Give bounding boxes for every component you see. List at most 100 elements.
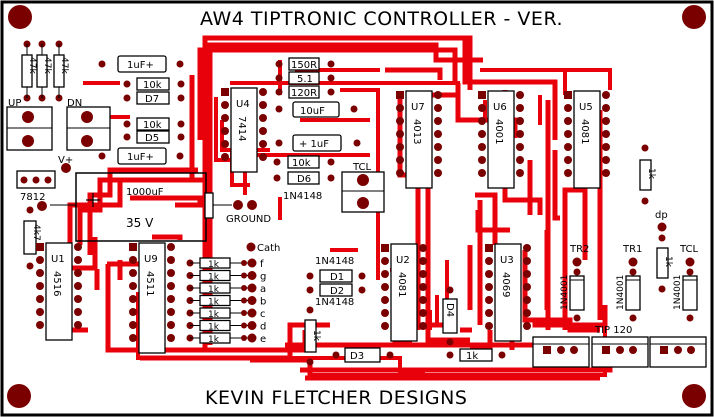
segment-resistor-label: 1k <box>208 310 220 320</box>
resistor-1k-horizontal: 1k <box>446 348 506 362</box>
resistor-47k-2-label: 47k <box>42 57 52 74</box>
resistor-1k-vertical: 1k <box>304 306 321 366</box>
diode-d2-label: D2 <box>330 286 344 297</box>
mounting-hole-br <box>682 384 706 408</box>
ic-part-label: 4001 <box>493 119 504 144</box>
vplus-label: V+ <box>58 155 73 166</box>
diode-d4: D4 <box>442 286 458 346</box>
tr1-label: TR1 <box>622 244 642 255</box>
cap-1uf-top: 1uF+ <box>98 55 184 73</box>
resistor-4k7: 4k7 <box>23 206 41 270</box>
ic-ref-label: U2 <box>396 255 410 266</box>
segment-label-b: b <box>260 297 266 308</box>
segment-resistor-c: 1k c <box>186 307 266 320</box>
tcl-label: TCL <box>679 244 699 255</box>
resistor-1k-horizontal-label: 1k <box>466 351 478 362</box>
segment-label-g: g <box>260 272 266 283</box>
regulator-7812: 7812 <box>16 170 56 203</box>
segment-label-f: f <box>260 259 264 270</box>
segment-label-e: e <box>260 334 266 345</box>
ic-u2: U2 4081 <box>381 243 427 342</box>
resistor-47k-1-label: 47k <box>27 57 37 74</box>
resistor-10k-3: 10k <box>273 155 335 169</box>
cap-1uf-3-label: + 1uF <box>299 139 329 150</box>
resistor-47k-3-label: 47k <box>59 57 69 74</box>
ic-ref-label: U3 <box>500 255 514 266</box>
switch-dn-label: DN <box>67 98 82 109</box>
resistor-1k-dp: 1k <box>656 234 673 293</box>
ic-u6: U6 4001 <box>478 90 524 189</box>
segment-label-c: c <box>260 309 266 320</box>
ic-part-label: 4081 <box>579 119 590 144</box>
diode-d7: D7 <box>123 91 185 105</box>
mounting-hole-tl <box>8 5 32 29</box>
segment-resistor-g: 1k g <box>186 269 266 283</box>
resistor-10k-1-label: 10k <box>143 80 162 91</box>
ic-u4: U4 7414 <box>221 87 267 173</box>
segment-resistor-label: 1k <box>208 323 220 333</box>
resistor-51: 5.1 <box>275 71 335 85</box>
ic-part-label: 7414 <box>236 116 247 141</box>
diode-d3-label: D3 <box>350 351 364 362</box>
diode-1n4001-label: 1N4001 <box>560 275 570 310</box>
transistor-tip120 <box>532 336 590 368</box>
resistor-47k-group: 47k 47k 47k <box>21 40 69 102</box>
segment-resistor-label: 1k <box>208 273 220 283</box>
diode-d2: D2 <box>306 283 366 297</box>
resistor-120r: 120R <box>275 85 335 99</box>
transistors-tip120 <box>532 336 707 368</box>
diode-d6-part-label: 1N4148 <box>283 191 322 202</box>
cap-10uf: 10uF <box>275 101 358 118</box>
diode-d5-label: D5 <box>145 133 159 144</box>
cap-10uf-label: 10uF <box>300 106 325 117</box>
cap-1uf-2-label: 1uF+ <box>127 152 154 163</box>
dp-label: dp <box>655 210 668 221</box>
diode-d1: D1 <box>306 269 366 283</box>
segment-resistor-e: 1k e <box>186 332 266 345</box>
switch-tcl: TCL <box>341 162 385 213</box>
diode-1n4001: 1N4001 <box>616 257 641 322</box>
switch-tcl-label: TCL <box>352 162 372 173</box>
cath-label: Cath <box>257 243 280 254</box>
diode-1n4001: 1N4001 <box>560 257 585 322</box>
ic-group: U14516U94511U47414U74013U64001U54081U240… <box>36 87 610 354</box>
resistor-1k-dp-label: 1k <box>663 256 673 268</box>
ic-ref-label: U9 <box>144 254 158 265</box>
segment-resistor-label: 1k <box>208 298 220 308</box>
cap-1uf-3: + 1uF <box>275 134 361 152</box>
ic-part-label: 4081 <box>396 272 407 297</box>
segment-resistor-b: 1k b <box>186 294 266 308</box>
ic-ref-label: U5 <box>579 102 593 113</box>
mounting-hole-tr <box>682 5 706 29</box>
segment-resistor-label: 1k <box>208 335 220 345</box>
diode-d3: D3 <box>332 347 394 363</box>
cap-1000uf-label: 1000uF <box>126 187 164 198</box>
resistor-1k-right-label: 1k <box>646 168 656 180</box>
ic-ref-label: U1 <box>51 254 65 265</box>
ic-ref-label: U4 <box>236 99 250 110</box>
segment-resistor-label: 1k <box>208 285 220 295</box>
cath-pad <box>246 242 256 252</box>
resistor-10k-2: 10k <box>123 117 185 131</box>
resistor-150r-label: 150R <box>291 60 317 71</box>
cap-1uf-2: 1uF+ <box>98 147 184 165</box>
switch-dn: DN <box>66 98 111 151</box>
regulator-label: 7812 <box>20 192 45 203</box>
ground-label: GROUND <box>226 214 271 225</box>
diode-d5: D5 <box>123 130 185 144</box>
resistor-10k-3-label: 10k <box>292 158 311 169</box>
diode-d1-label: D1 <box>330 272 344 283</box>
resistor-150r: 150R <box>275 57 335 71</box>
resistor-10k-2-label: 10k <box>143 120 162 131</box>
diode-d7-label: D7 <box>145 94 159 105</box>
ic-ref-label: U6 <box>493 102 507 113</box>
